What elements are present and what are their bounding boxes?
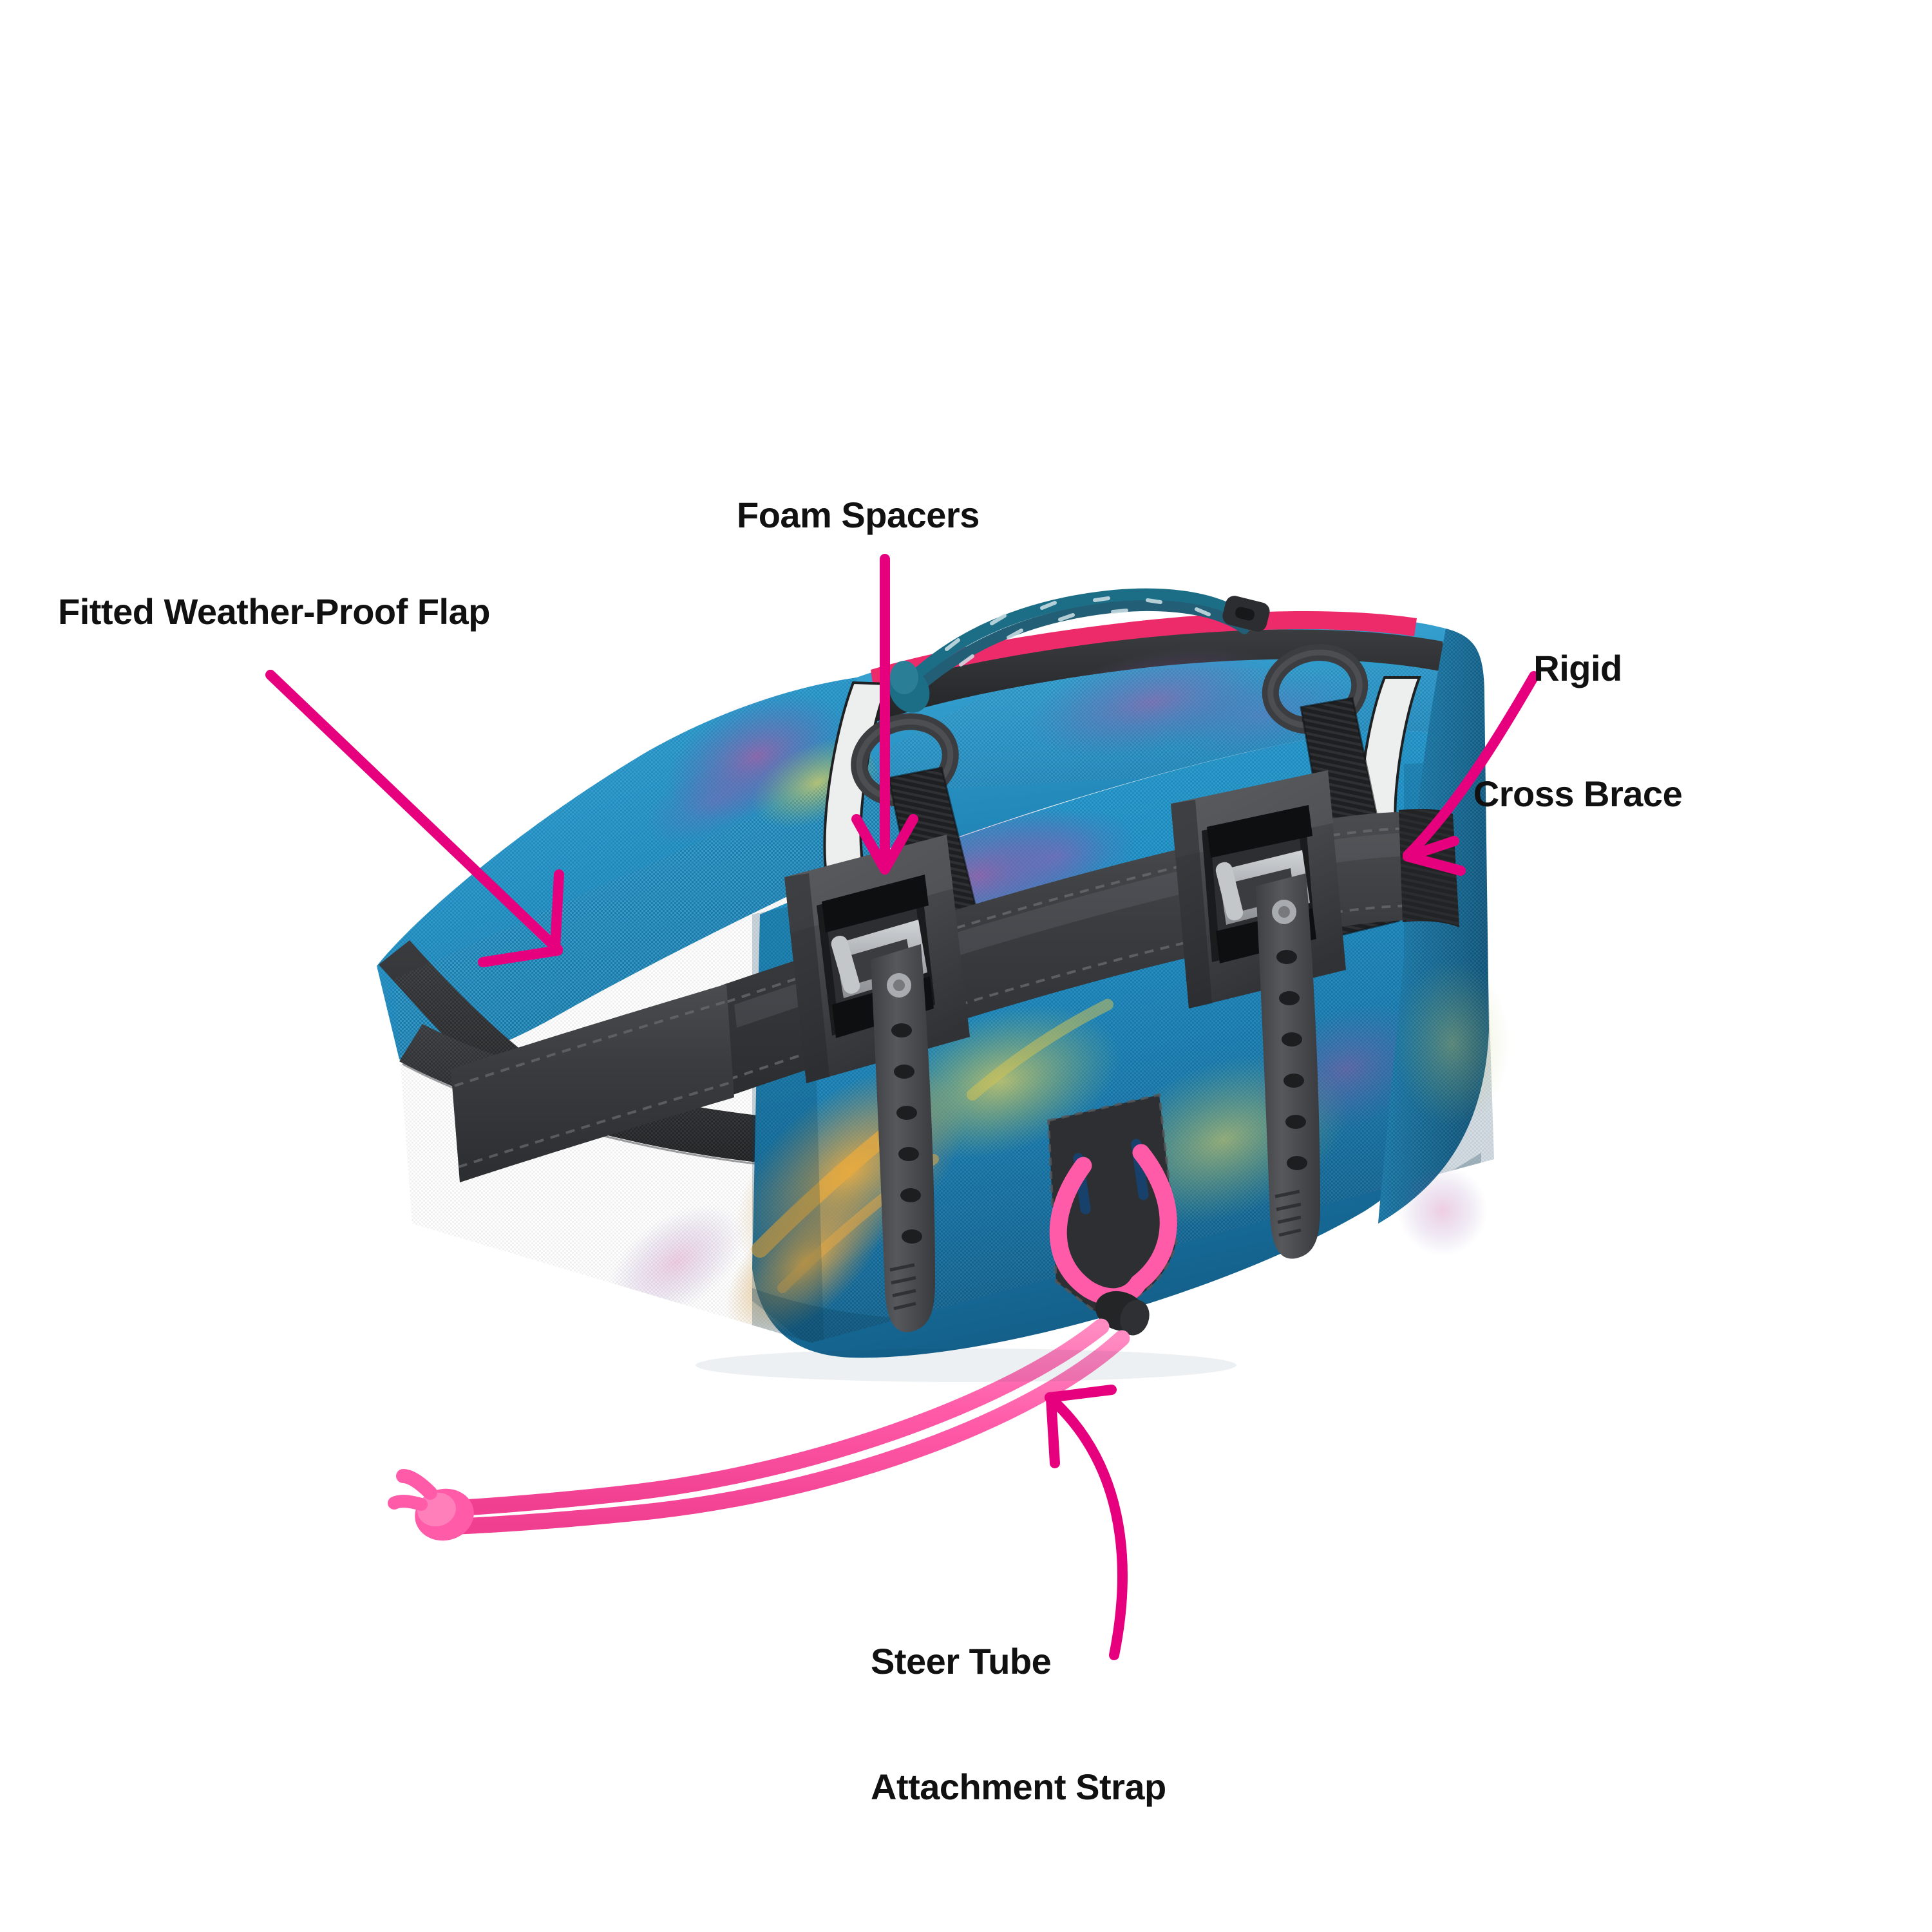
webbing-strap-right bbox=[1300, 697, 1400, 936]
d-ring-right bbox=[1262, 644, 1368, 734]
weather-proof-flap bbox=[377, 677, 966, 1063]
pink-accent-trim bbox=[871, 611, 1417, 688]
label-foam-spacers: Foam Spacers bbox=[737, 495, 980, 535]
label-rigid-cross-brace: Rigid Cross Brace bbox=[1404, 564, 1752, 899]
label-rigid-cross-brace-line2: Cross Brace bbox=[1473, 773, 1683, 814]
cam-lever-left bbox=[831, 920, 927, 998]
label-rigid-cross-brace-line1: Rigid bbox=[1533, 647, 1622, 688]
bag-group bbox=[377, 588, 1510, 1541]
foam-spacer-buckle-right bbox=[1171, 770, 1346, 1259]
tie-dye-pattern bbox=[607, 800, 1479, 1337]
top-binding-tape bbox=[863, 629, 1446, 724]
steer-tube-bungee-cord bbox=[388, 1144, 1177, 1541]
label-fitted-weather-proof-flap: Fitted Weather-Proof Flap bbox=[58, 591, 490, 632]
rigid-cross-brace bbox=[721, 811, 1441, 1096]
annotation-arrows bbox=[265, 554, 1539, 1660]
arrow-foam-spacers bbox=[851, 554, 918, 875]
label-steer-tube-line2: Attachment Strap bbox=[871, 1766, 1166, 1807]
mounting-strap-left bbox=[871, 944, 935, 1332]
bag-main-body bbox=[394, 730, 1494, 1358]
label-steer-tube-attachment-strap: Steer Tube Attachment Strap bbox=[871, 1557, 1166, 1892]
reflective-drawcord bbox=[889, 588, 1270, 713]
flap-binding-tape bbox=[379, 940, 782, 1167]
webbing-strap-left bbox=[887, 766, 996, 1003]
label-steer-tube-line1: Steer Tube bbox=[871, 1640, 1052, 1681]
foam-spacer-buckle-left bbox=[784, 835, 970, 1332]
arrow-fitted-weather-proof-flap bbox=[265, 670, 564, 967]
steer-tube-tab bbox=[1046, 1093, 1178, 1313]
d-ring-left bbox=[851, 713, 959, 807]
body-shading bbox=[752, 760, 1494, 1343]
cross-brace-left-segment bbox=[451, 984, 734, 1182]
cam-lever-right bbox=[1215, 850, 1310, 925]
reflective-strip-left bbox=[823, 681, 889, 904]
mounting-strap-right bbox=[1256, 873, 1320, 1259]
